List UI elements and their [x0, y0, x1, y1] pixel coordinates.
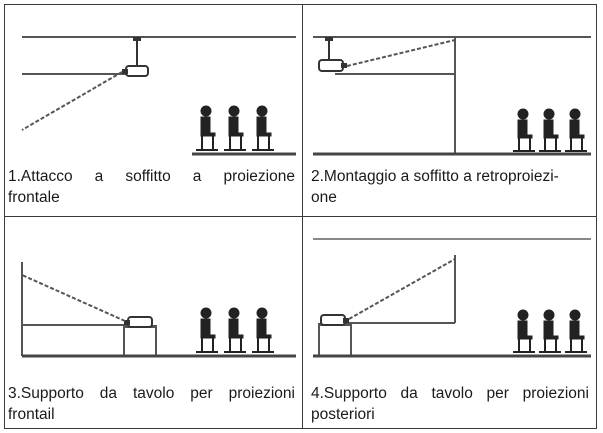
panel-4-table-rear: 4.Supporto da tavolo per proiezioni post… [303, 217, 597, 429]
audience-seated-icon [513, 309, 587, 353]
audience-seated-icon [196, 105, 274, 151]
panel-3-caption-line-1: 3.Supporto da tavolo per proiezioni [8, 385, 295, 402]
panel-3-table-front: 3.Supporto da tavolo per proiezioni fron… [4, 217, 302, 429]
panel-3-illustration [21, 262, 296, 358]
panel-2-caption: 2.Montaggio a soffitto a retroproiezi- o… [311, 166, 589, 208]
panel-3-caption-line-2: frontail [8, 406, 55, 423]
panel-4-caption-line-1: 4.Supporto da tavolo per proiezioni [311, 385, 589, 402]
panel-4-caption-line-2: posteriori [311, 406, 375, 423]
panel-1-ceiling-front: 1.Attacco a soffitto a proiezione fronta… [4, 4, 302, 216]
panel-4-caption: 4.Supporto da tavolo per proiezioni post… [311, 383, 589, 425]
audience-seated-icon [196, 307, 274, 353]
panel-2-caption-line-2: one [311, 189, 337, 206]
panel-4-illustration [313, 238, 591, 358]
panel-1-illustration [21, 36, 296, 156]
panel-2-illustration [313, 36, 591, 156]
audience-seated-icon [513, 108, 587, 152]
panel-1-caption-line-2: frontale [8, 189, 60, 206]
grid-divider-horizontal [4, 216, 597, 217]
panel-1-caption-line-1: 1.Attacco a soffitto a proiezione [8, 168, 295, 185]
panel-3-caption: 3.Supporto da tavolo per proiezioni fron… [8, 383, 295, 425]
panel-2-ceiling-rear: 2.Montaggio a soffitto a retroproiezi- o… [303, 4, 597, 216]
panel-1-caption: 1.Attacco a soffitto a proiezione fronta… [8, 166, 295, 208]
panel-2-caption-line-1: 2.Montaggio a soffitto a retroproiezi- [311, 168, 559, 185]
